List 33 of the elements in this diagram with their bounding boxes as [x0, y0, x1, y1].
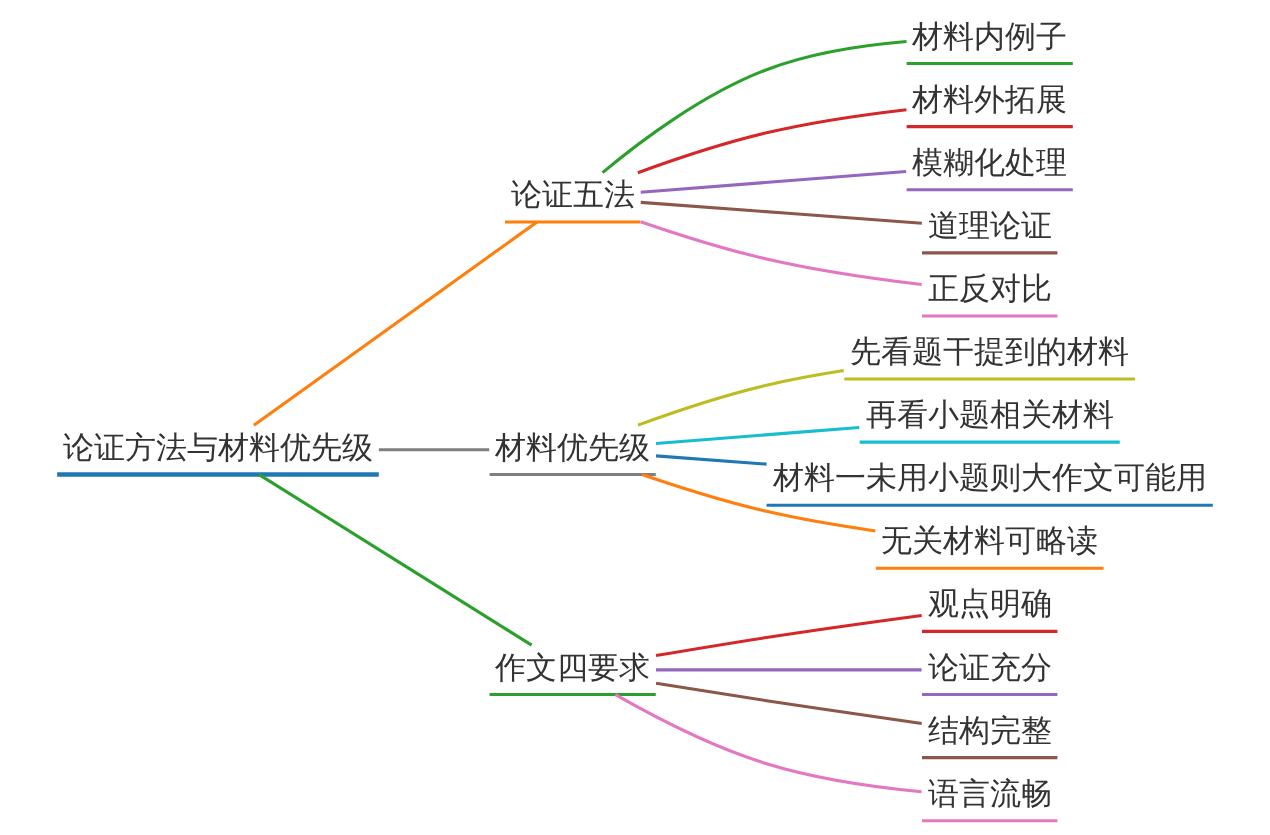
node-text: 材料一未用小题则大作文可能用	[772, 459, 1207, 496]
node-text: 结构完整	[927, 711, 1052, 748]
connector	[252, 220, 538, 427]
node-text: 再看小题相关材料	[865, 396, 1114, 433]
node-text: 观点明确	[927, 585, 1052, 622]
connector	[640, 220, 922, 287]
node-text: 材料外拓展	[912, 80, 1068, 117]
connector	[655, 454, 767, 466]
node-text: 论证充分	[927, 648, 1052, 685]
connector	[655, 614, 922, 658]
node-text: 论证方法与材料优先级	[62, 428, 373, 465]
node-text: 作文四要求	[495, 648, 651, 685]
connector	[655, 426, 860, 445]
connector	[640, 200, 922, 225]
node-text: 模糊化处理	[912, 143, 1068, 180]
connector	[637, 368, 845, 427]
node-text: 材料内例子	[912, 17, 1068, 54]
node-text: 道理论证	[927, 206, 1052, 243]
connector	[640, 170, 907, 194]
node-text: 论证五法	[510, 176, 635, 213]
connector	[378, 448, 490, 452]
node-text: 无关材料可略读	[881, 522, 1099, 559]
node-text: 先看题干提到的材料	[850, 333, 1130, 370]
node-text: 材料优先级	[495, 428, 651, 465]
connector	[258, 473, 533, 647]
connector	[601, 40, 907, 174]
connector	[656, 668, 922, 672]
connector	[614, 693, 922, 794]
node-text: 正反对比	[927, 270, 1052, 307]
connector	[641, 473, 876, 533]
connector	[637, 108, 907, 175]
connector	[655, 681, 922, 726]
node-text: 语言流畅	[927, 774, 1052, 811]
